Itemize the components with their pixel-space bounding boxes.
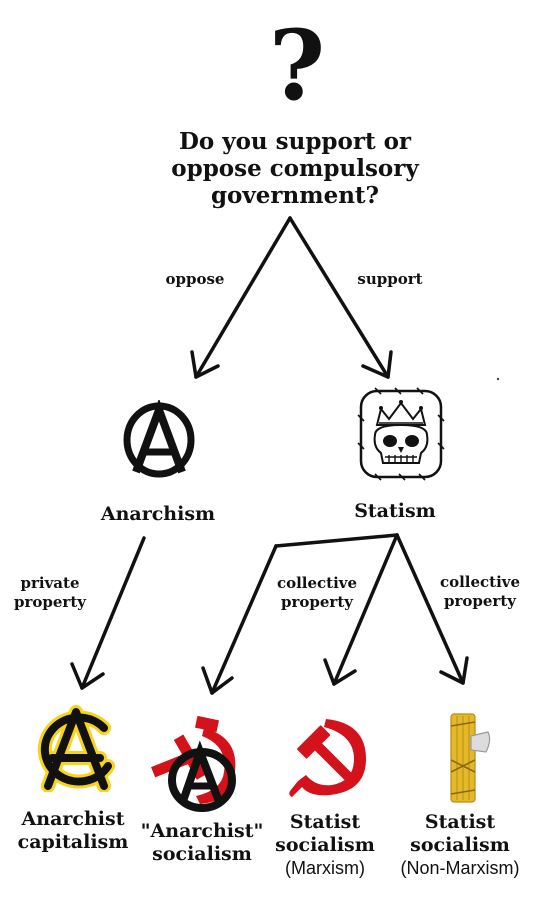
node-statism: Statism: [354, 500, 436, 522]
edge-marxism-line: [332, 533, 399, 686]
leaf-line1: Anarchist: [21, 808, 125, 830]
leaf-line2: socialism: [152, 843, 252, 865]
crowned-skull-icon: [357, 387, 445, 481]
edge-support-line: [288, 216, 390, 379]
hammer-sickle-circle-a-icon: [151, 716, 236, 812]
edge-label-oppose: oppose: [165, 270, 225, 288]
fasces-icon: [450, 713, 491, 803]
leaf-statist-socialism-non-marxism: Statist socialism (Non-Marxism): [385, 811, 535, 880]
leaf-line1: Statist: [289, 811, 361, 833]
edge-statism-bar: [274, 533, 399, 548]
circle-a-icon: [123, 400, 195, 478]
yellow-circle-a-icon: [37, 705, 115, 792]
edge-marxism-arrowhead: [323, 658, 357, 686]
edge-non-marxism-line: [395, 533, 465, 685]
question-mark: ?: [268, 9, 326, 122]
node-anarchism: Anarchism: [100, 503, 216, 525]
leaf-line2: socialism: [410, 834, 510, 856]
edge-anarchist-socialism-line: [210, 544, 278, 695]
edge-label-collective-property-1: collective property: [276, 574, 358, 611]
leaf-statist-socialism-marxism: Statist socialism (Marxism): [266, 811, 384, 880]
leaf-line1: Statist: [424, 811, 496, 833]
leaf-anarchist-capitalism: Anarchist capitalism: [8, 808, 138, 854]
leaf-line1: "Anarchist": [140, 820, 264, 842]
leaf-sub: (Marxism): [285, 858, 365, 878]
edge-label-private-property: private property: [14, 574, 86, 611]
edge-private-line: [80, 536, 146, 690]
edge-label-support: support: [357, 270, 423, 288]
hammer-and-sickle-icon: [289, 719, 366, 797]
edge-oppose-line: [194, 216, 292, 379]
leaf-sub: (Non-Marxism): [400, 858, 520, 878]
edge-anarchist-socialism-arrowhead: [201, 666, 234, 695]
edge-support-arrowhead: [361, 350, 393, 379]
edge-oppose-arrowhead: [190, 350, 220, 379]
question-text: Do you support or oppose compulsory gove…: [171, 128, 419, 209]
edge-private-arrowhead: [70, 662, 105, 690]
edge-non-marxism-arrowhead: [439, 656, 469, 685]
leaf-line2: socialism: [275, 834, 375, 856]
leaf-line2: capitalism: [17, 831, 129, 853]
edge-label-collective-property-2: collective property: [439, 573, 521, 610]
leaf-anarchist-socialism: "Anarchist" socialism: [138, 820, 266, 866]
